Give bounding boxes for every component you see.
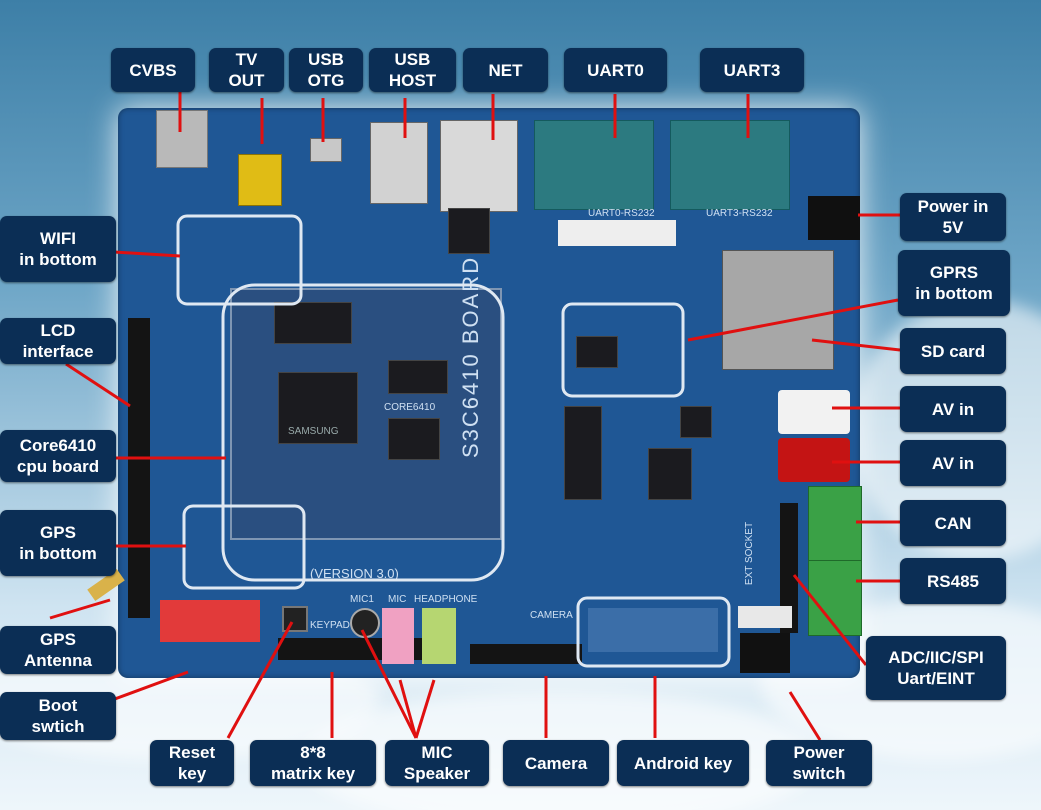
reset-key-label: Reset key <box>150 740 234 786</box>
ext-socket-header <box>780 503 798 633</box>
camera-header <box>470 644 582 664</box>
keypad-label: KEYPAD <box>310 620 350 631</box>
uart3-db9 <box>670 120 790 210</box>
white-conn-right <box>738 606 792 628</box>
usb-host-label: USB HOST <box>369 48 456 92</box>
wifi-highlight <box>176 214 303 306</box>
gprs-line <box>687 298 899 342</box>
power-switch-line <box>788 691 822 741</box>
power-in-label: Power in 5V <box>900 193 1006 241</box>
can-terminal <box>808 486 862 562</box>
uart0-label: UART0 <box>564 48 667 92</box>
mic-label: MIC <box>388 594 407 605</box>
ic-chip-1 <box>564 406 602 500</box>
power-switch-label: Power switch <box>766 740 872 786</box>
sdram-chip <box>274 302 352 344</box>
core-chip-2 <box>388 418 440 460</box>
ic-chip-3 <box>680 406 712 438</box>
cpu-chip <box>278 372 358 444</box>
cvbs-label: CVBS <box>111 48 195 92</box>
version-text: (VERSION 3.0) <box>310 566 399 581</box>
nand-chip <box>388 360 448 394</box>
usb-otg-label: USB OTG <box>289 48 363 92</box>
mic-line-3 <box>414 679 436 739</box>
headphone-label: HEADPHONE <box>414 594 478 605</box>
mic-jack <box>382 608 414 664</box>
av-in-1-label: AV in <box>900 386 1006 432</box>
camera-label: CAMERA <box>530 610 573 621</box>
uart3-rs232-label: UART3-RS232 <box>706 208 773 219</box>
boot-switch-line <box>111 670 189 702</box>
uart3-label: UART3 <box>700 48 804 92</box>
sd-card-line <box>811 338 901 352</box>
android-keys <box>588 608 718 652</box>
boot-switch <box>160 600 260 642</box>
lcd-line <box>65 362 131 408</box>
gprs-highlight <box>561 302 685 398</box>
net-label: NET <box>463 48 548 92</box>
gps-antenna-line <box>49 598 111 620</box>
wifi-line <box>113 250 181 258</box>
lcd-label: LCD interface <box>0 318 116 364</box>
uart0-rs232-label: UART0-RS232 <box>588 208 655 219</box>
gprs-chip <box>576 336 618 368</box>
camera-label: Camera <box>503 740 609 786</box>
ic-chip-4 <box>448 208 490 254</box>
ic-chip-2 <box>648 448 692 500</box>
net-rj45 <box>440 120 518 212</box>
core6410-text: CORE6410 <box>384 402 436 413</box>
uart0-db9 <box>534 120 654 210</box>
sd-card-label: SD card <box>900 328 1006 374</box>
matrix-key-label: 8*8 matrix key <box>250 740 376 786</box>
reset-button <box>282 606 308 632</box>
can-label: CAN <box>900 500 1006 546</box>
mic-line-1 <box>360 629 418 739</box>
white-header <box>558 220 676 246</box>
gps-antenna-label: GPS Antenna <box>0 626 116 674</box>
headphone-jack <box>422 608 456 664</box>
core6410-label: Core6410 cpu board <box>0 430 116 482</box>
tv-out-label: TV OUT <box>209 48 284 92</box>
samsung-text: SAMSUNG <box>288 426 339 437</box>
cvbs-connector <box>156 110 208 168</box>
mic-line-2 <box>398 679 418 739</box>
power-switch <box>740 633 790 673</box>
reset-key-line <box>226 621 294 739</box>
rs485-terminal <box>808 560 862 636</box>
pcb-board: UART0-RS232 UART3-RS232 EXT SOCKET KEYPA… <box>87 108 862 678</box>
boot-switch-label: Boot swtich <box>0 692 116 740</box>
tv-out-jack <box>238 154 282 206</box>
gprs-label: GPRS in bottom <box>898 250 1010 316</box>
mic1-label: MIC1 <box>350 594 374 605</box>
rs485-label: RS485 <box>900 558 1006 604</box>
mic-speaker-label: MIC Speaker <box>385 740 489 786</box>
usb-host-port <box>370 122 428 204</box>
av-in-2-label: AV in <box>900 440 1006 486</box>
usb-otg-port <box>310 138 342 162</box>
adc-label: ADC/IIC/SPI Uart/EINT <box>866 636 1006 700</box>
lcd-header <box>128 318 150 618</box>
av-in-jack-2 <box>778 438 850 482</box>
av-in-jack-1 <box>778 390 850 434</box>
adc-line <box>792 574 868 666</box>
android-highlight <box>576 596 731 668</box>
core-highlight <box>221 283 505 582</box>
android-key-label: Android key <box>617 740 749 786</box>
power-jack <box>808 196 860 240</box>
wifi-label: WIFI in bottom <box>0 216 116 282</box>
gps-label: GPS in bottom <box>0 510 116 576</box>
sd-card-slot <box>722 250 834 370</box>
